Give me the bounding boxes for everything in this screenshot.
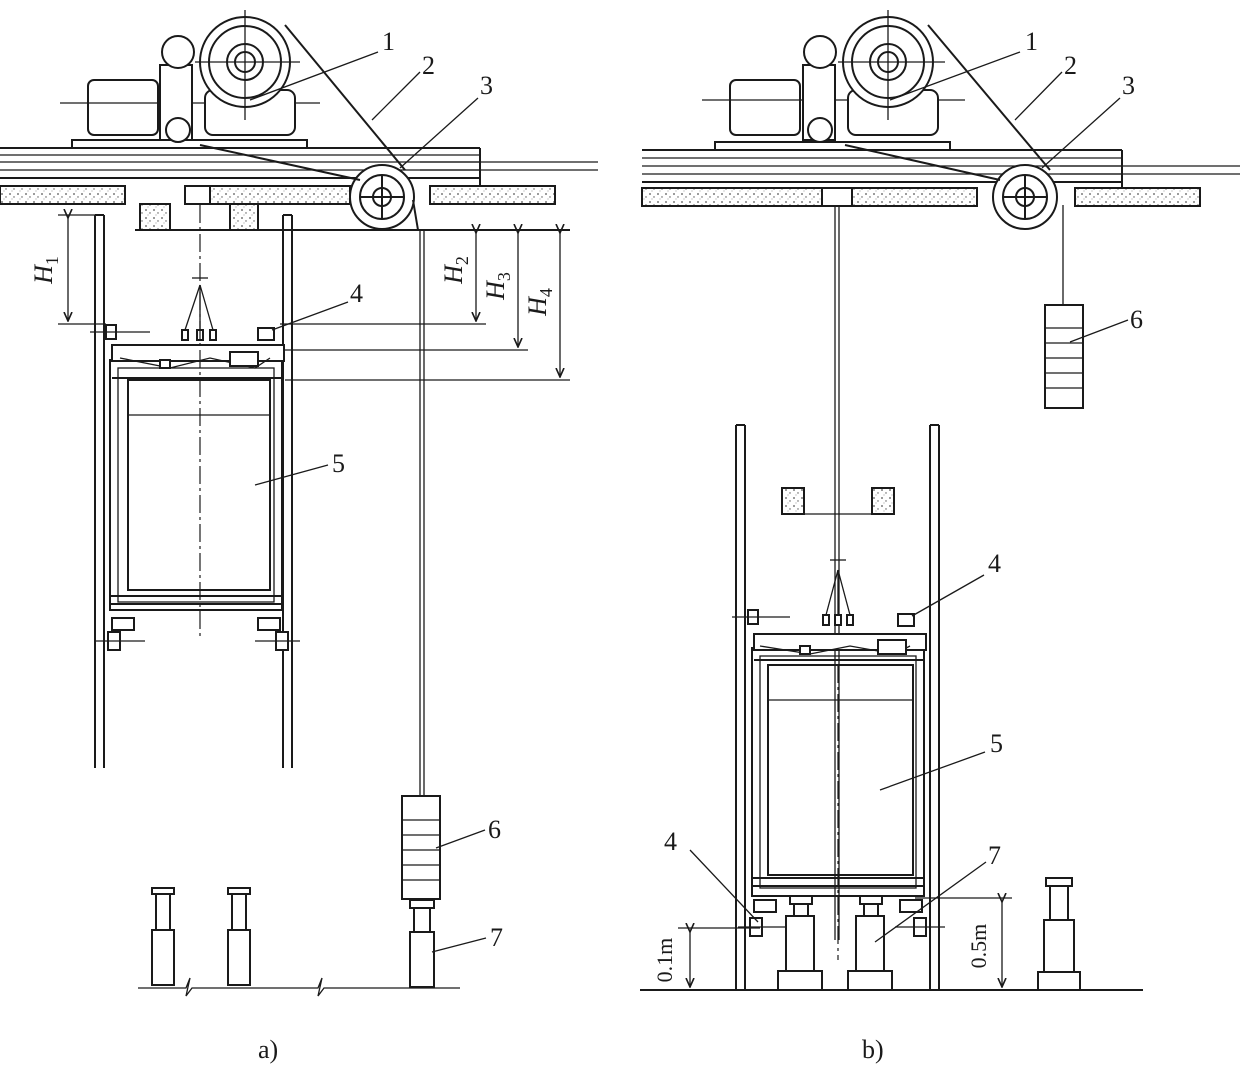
deflector-sheave-b [992, 164, 1058, 230]
h2-label: H2 [439, 256, 472, 285]
callouts-b: 1 2 3 4 5 6 7 4 [664, 27, 1143, 943]
callout-5-a: 5 [332, 449, 345, 478]
dim-0-5m: 0.5m [966, 924, 991, 969]
callout-1-a: 1 [382, 27, 395, 56]
callout-6-b: 6 [1130, 305, 1143, 334]
counterweight-b [1044, 304, 1084, 409]
counterweight-a [401, 795, 441, 900]
traction-machine-a [60, 10, 320, 149]
callout-4-a: 4 [350, 279, 363, 308]
h1-label: H1 [29, 256, 62, 285]
caption-b: b) [862, 1035, 884, 1064]
machine-beam-b [781, 487, 895, 515]
buffers-b [640, 877, 1143, 991]
guide-rails-a [94, 214, 293, 768]
callout-5-b: 5 [990, 729, 1003, 758]
machine-room-slab-b [641, 149, 1240, 207]
elevator-car-b [732, 559, 945, 960]
ropes-b [834, 24, 1064, 940]
callout-7-b: 7 [988, 841, 1001, 870]
buffers-a [138, 887, 460, 997]
caption-a: a) [258, 1035, 278, 1064]
height-dimensions: H1 H2 H3 H4 [29, 215, 570, 381]
callout-2-b: 2 [1064, 51, 1077, 80]
machine-room-slab-a [0, 147, 598, 231]
callout-1-b: 1 [1025, 27, 1038, 56]
callout-4-b-lower: 4 [664, 827, 677, 856]
ropes-a [199, 24, 425, 798]
callout-6-a: 6 [488, 815, 501, 844]
traction-machine-b [702, 10, 965, 151]
h3-label: H3 [481, 272, 514, 301]
deflector-sheave-a [349, 164, 415, 230]
panel-b: 0.1m 0.5m 1 2 3 4 5 6 7 4 b) [640, 10, 1240, 1064]
callout-7-a: 7 [490, 923, 503, 952]
callout-4-b: 4 [988, 549, 1001, 578]
dim-0-1m: 0.1m [652, 938, 677, 983]
callout-3-a: 3 [480, 71, 493, 100]
panel-a: H1 H2 H3 H4 1 2 3 4 5 6 7 a) [0, 10, 598, 1064]
callout-2-a: 2 [422, 51, 435, 80]
callouts-a: 1 2 3 4 5 6 7 [249, 27, 503, 953]
h4-label: H4 [523, 288, 556, 317]
elevator-car-a [90, 205, 300, 651]
callout-3-b: 3 [1122, 71, 1135, 100]
buffer-dimensions: 0.1m 0.5m [652, 898, 1012, 987]
